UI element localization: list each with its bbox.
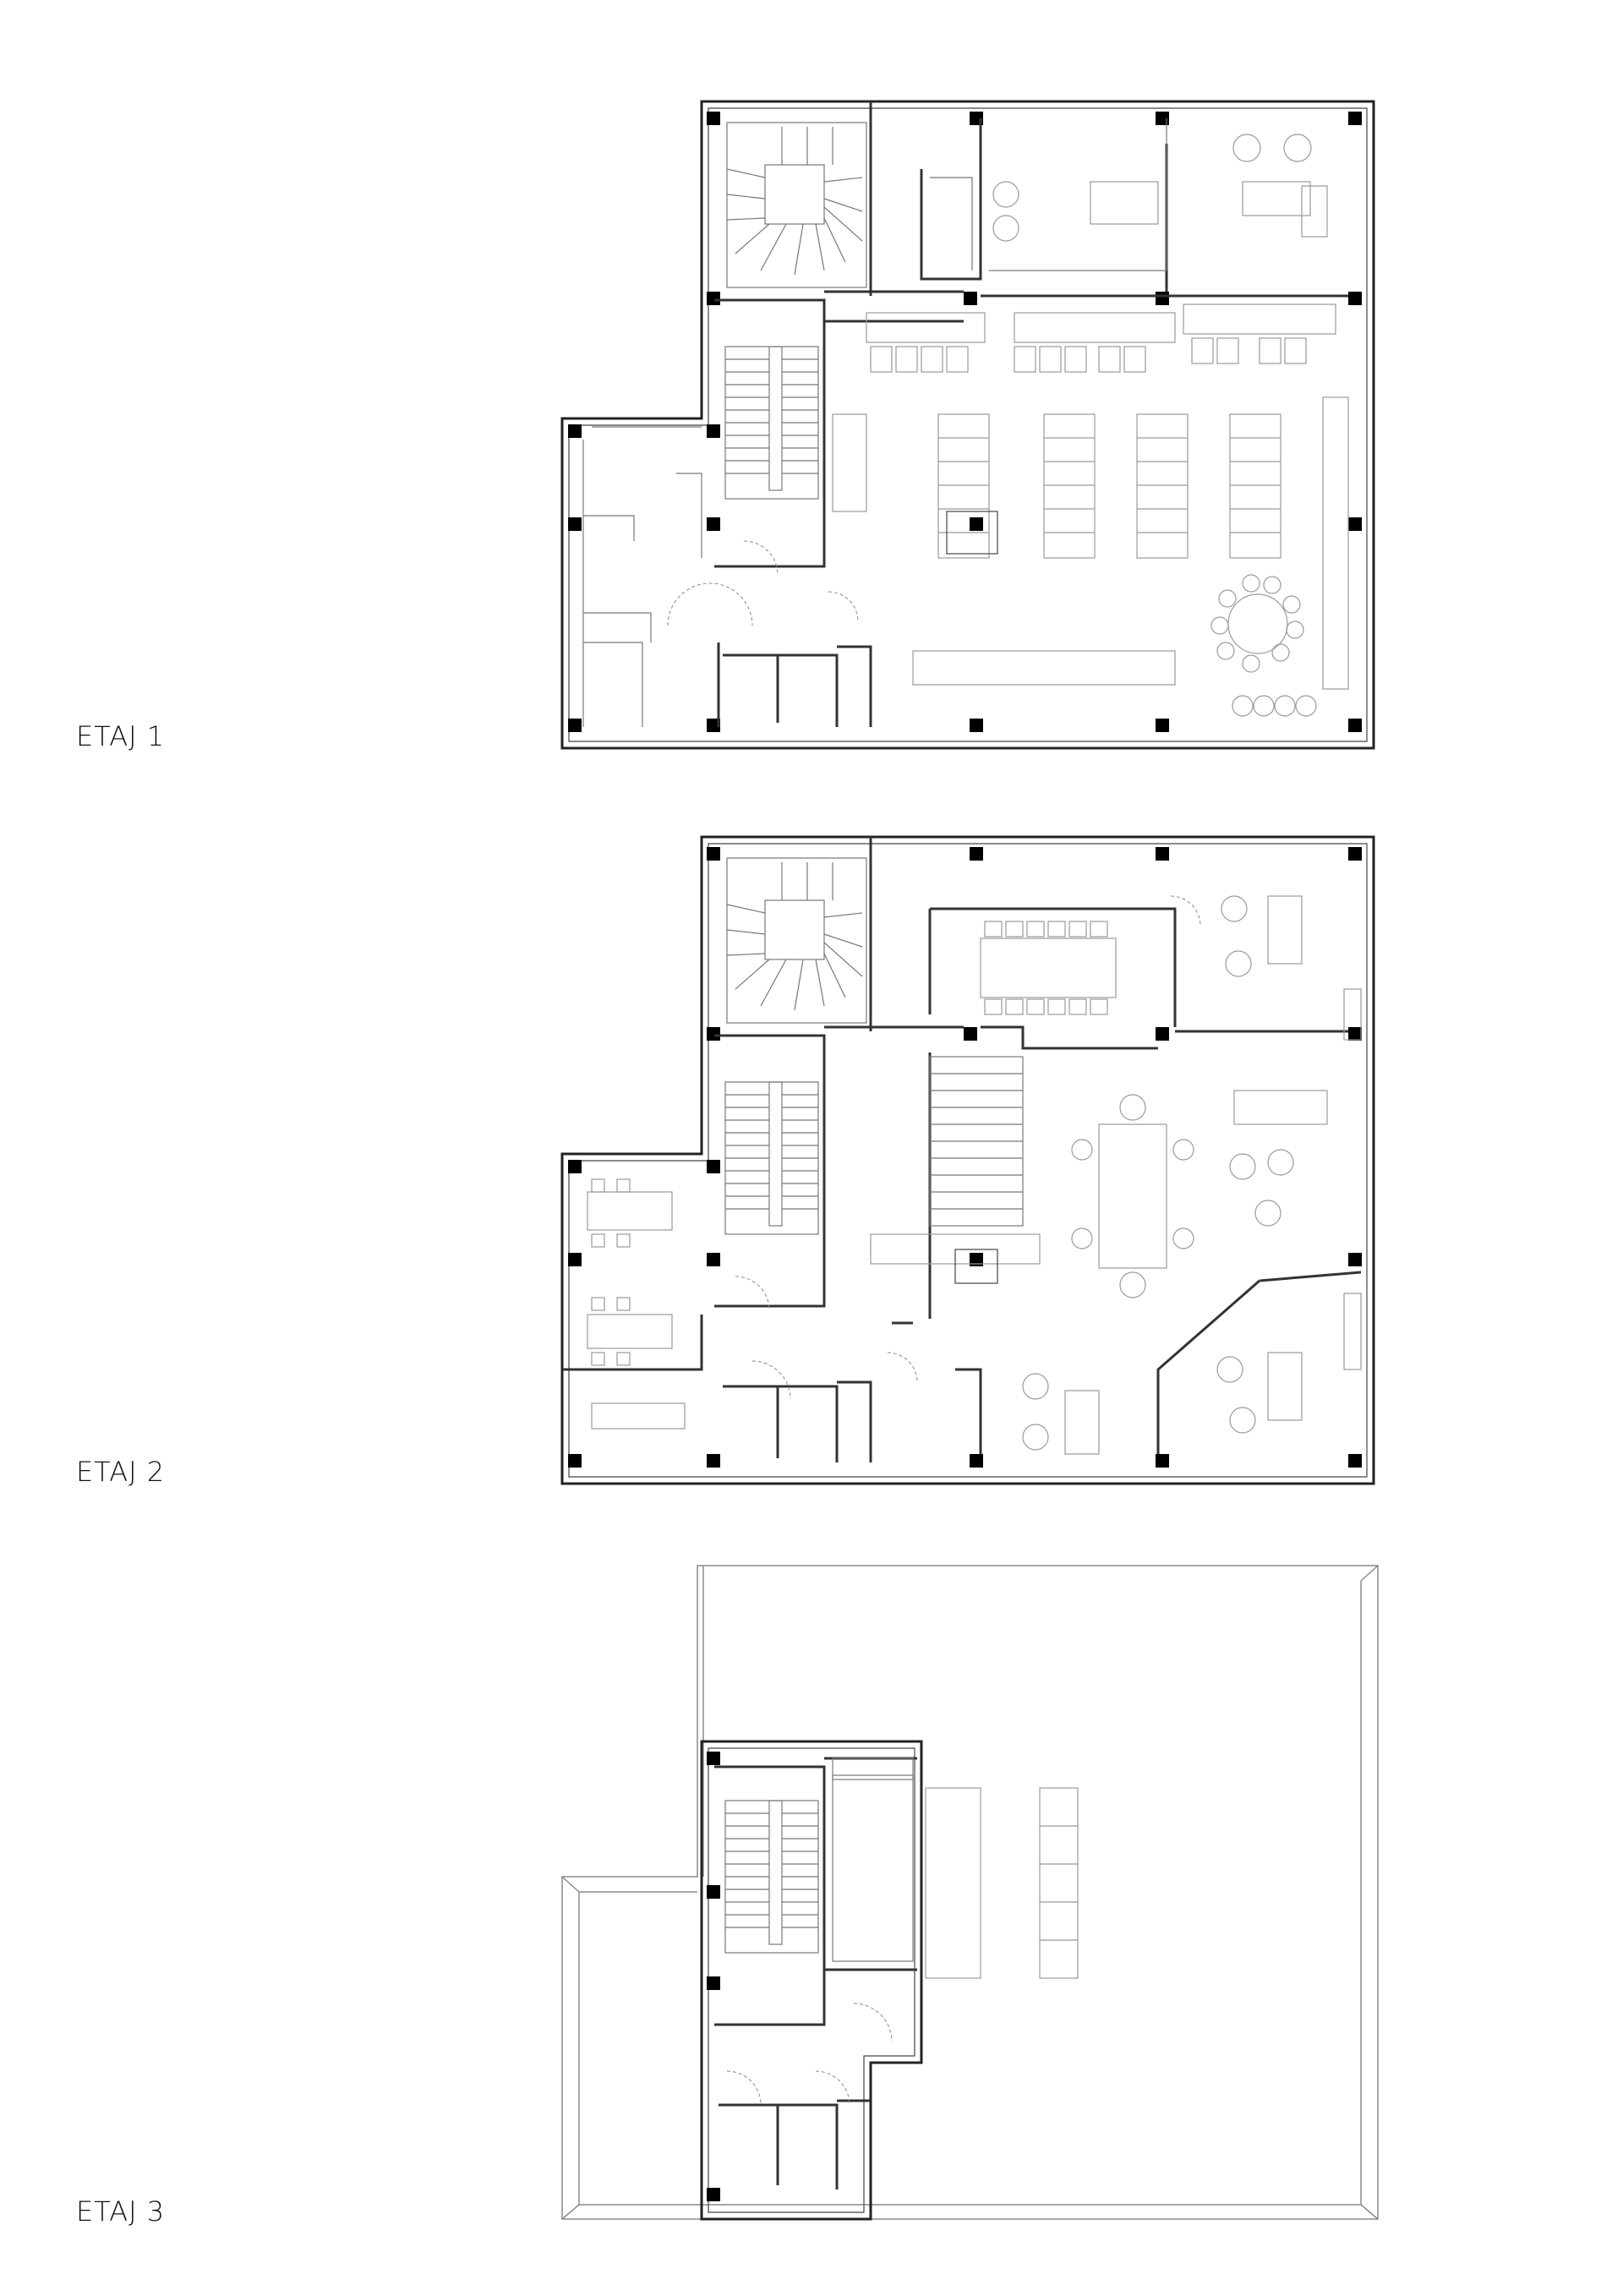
floor-label-2: ETAJ 2 [76, 1456, 166, 1488]
furniture-2 [587, 895, 1362, 1455]
floor-plan-2 [560, 835, 1375, 1485]
floor-plan-3 [561, 1565, 1379, 2221]
stair-1 [724, 122, 867, 500]
terrace-planters [925, 1787, 1079, 1979]
floor-label-3: ETAJ 3 [76, 2195, 166, 2228]
floor-plan-1 [560, 100, 1375, 750]
column-grid-3 [707, 1752, 720, 2201]
stair-2 [724, 857, 1024, 1235]
stair-3 [724, 1800, 819, 1954]
floor-label-1: ETAJ 1 [76, 720, 166, 752]
column-grid-2 [568, 847, 1362, 1468]
workstations-1 [832, 134, 1349, 717]
column-grid-1 [568, 112, 1362, 732]
